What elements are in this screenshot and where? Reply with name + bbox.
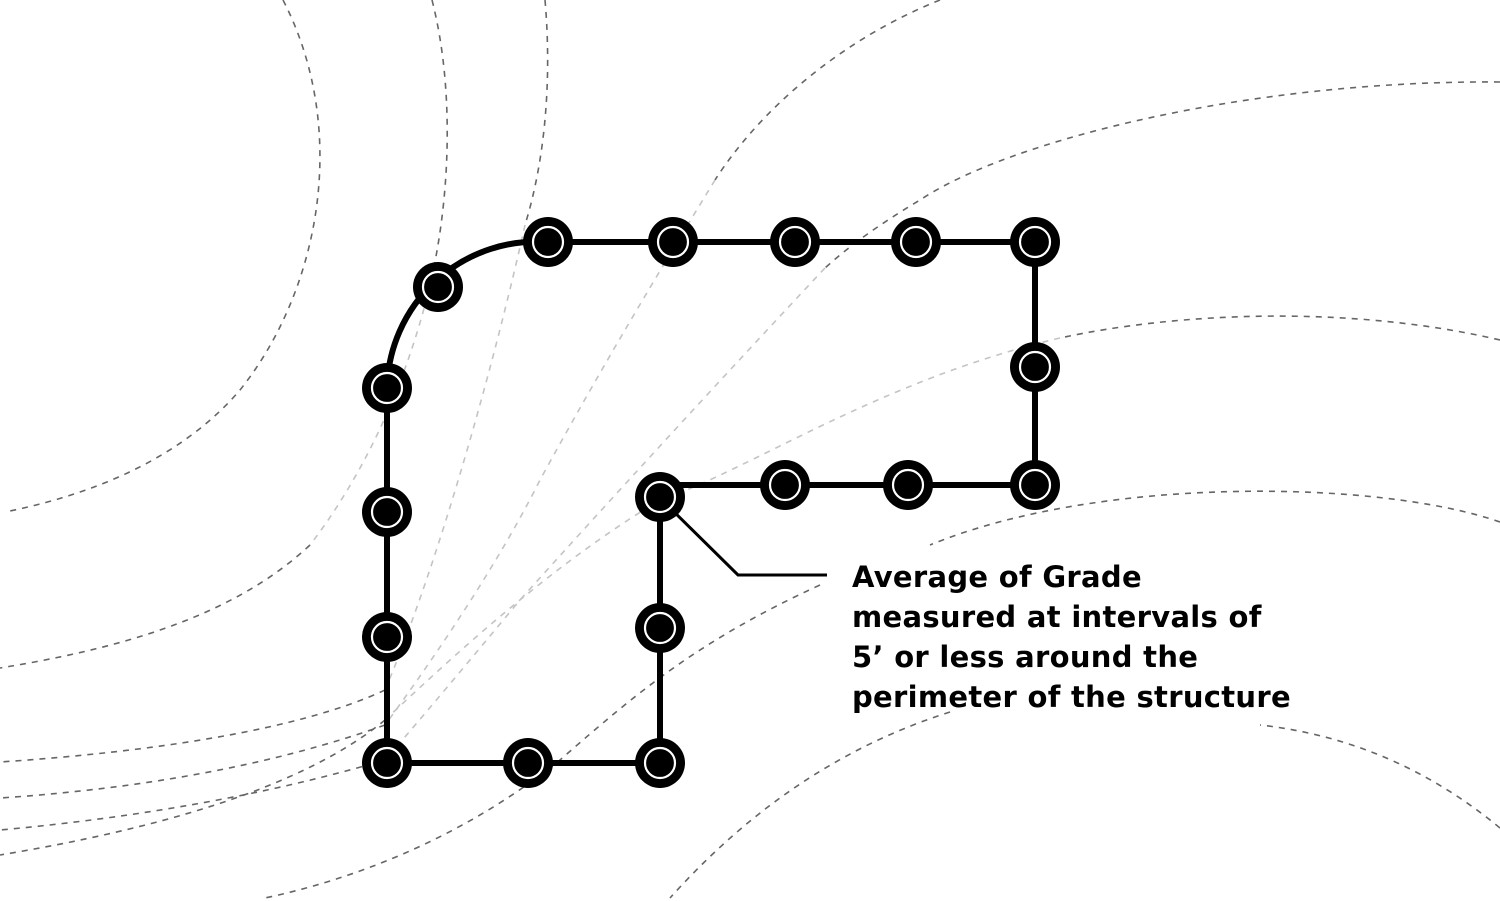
measurement-point-outer <box>635 603 685 653</box>
contour-line <box>714 0 941 181</box>
callout-line: Average of Grade <box>852 560 1142 594</box>
measurement-point <box>1010 460 1060 510</box>
measurement-point-outer <box>1010 460 1060 510</box>
measurement-point <box>635 472 685 522</box>
contour-line <box>0 724 386 799</box>
measurement-point-outer <box>523 217 573 267</box>
measurement-point-outer <box>413 262 463 312</box>
contour-line <box>4 0 321 513</box>
measurement-point-ring <box>643 746 677 780</box>
measurement-point <box>362 738 412 788</box>
contour-line <box>309 284 431 546</box>
measurement-point <box>635 738 685 788</box>
measurement-point-outer <box>362 487 412 537</box>
measurement-point <box>635 603 685 653</box>
measurement-point-ring <box>643 611 677 645</box>
callout-text: Average of Grade measured at intervals o… <box>852 557 1412 717</box>
measurement-point-ring <box>768 468 802 502</box>
contour-line <box>929 490 1500 546</box>
contour-line <box>1259 724 1500 829</box>
measurement-point <box>362 363 412 413</box>
contour-line <box>524 0 549 226</box>
measurement-points <box>362 217 1060 788</box>
contour-line <box>264 584 821 899</box>
measurement-point <box>1010 342 1060 392</box>
contour-line <box>1059 315 1500 341</box>
measurement-point <box>1010 217 1060 267</box>
measurement-point <box>760 460 810 510</box>
measurement-point-ring <box>891 468 925 502</box>
measurement-point <box>891 217 941 267</box>
measurement-point-ring <box>370 371 404 405</box>
measurement-point-outer <box>635 738 685 788</box>
measurement-point <box>883 460 933 510</box>
contour-line <box>0 544 311 669</box>
callout-line: perimeter of the structure <box>852 680 1291 714</box>
measurement-point-ring <box>421 270 455 304</box>
measurement-point-ring <box>1018 350 1052 384</box>
measurement-point-outer <box>648 217 698 267</box>
measurement-point-ring <box>511 746 545 780</box>
measurement-point <box>413 262 463 312</box>
measurement-point-ring <box>643 480 677 514</box>
measurement-point-outer <box>635 472 685 522</box>
callout-line: 5’ or less around the <box>852 640 1199 674</box>
measurement-point-ring <box>1018 468 1052 502</box>
measurement-point <box>362 612 412 662</box>
callout-line: measured at intervals of <box>852 600 1262 634</box>
measurement-point <box>503 738 553 788</box>
measurement-point-ring <box>1018 225 1052 259</box>
measurement-point-outer <box>1010 342 1060 392</box>
measurement-point-ring <box>899 225 933 259</box>
contour-line <box>384 179 716 726</box>
measurement-point-ring <box>778 225 812 259</box>
measurement-point-ring <box>370 746 404 780</box>
measurement-point-outer <box>760 460 810 510</box>
measurement-point-outer <box>503 738 553 788</box>
measurement-point-ring <box>370 620 404 654</box>
measurement-point <box>648 217 698 267</box>
measurement-point <box>523 217 573 267</box>
measurement-point-ring <box>656 225 690 259</box>
contour-line <box>384 267 826 761</box>
callout-leader-line <box>660 498 827 577</box>
measurement-point-ring <box>370 495 404 529</box>
measurement-point-outer <box>362 363 412 413</box>
contour-line <box>0 689 386 763</box>
measurement-point-ring <box>531 225 565 259</box>
contour-line <box>0 759 386 831</box>
measurement-point-outer <box>891 217 941 267</box>
contour-line <box>0 719 386 856</box>
contour-line <box>429 0 449 286</box>
measurement-point-outer <box>362 612 412 662</box>
measurement-point-outer <box>362 738 412 788</box>
measurement-point <box>770 217 820 267</box>
measurement-point <box>362 487 412 537</box>
measurement-point-outer <box>883 460 933 510</box>
contour-line <box>669 711 951 899</box>
measurement-point-outer <box>1010 217 1060 267</box>
measurement-point-outer <box>770 217 820 267</box>
